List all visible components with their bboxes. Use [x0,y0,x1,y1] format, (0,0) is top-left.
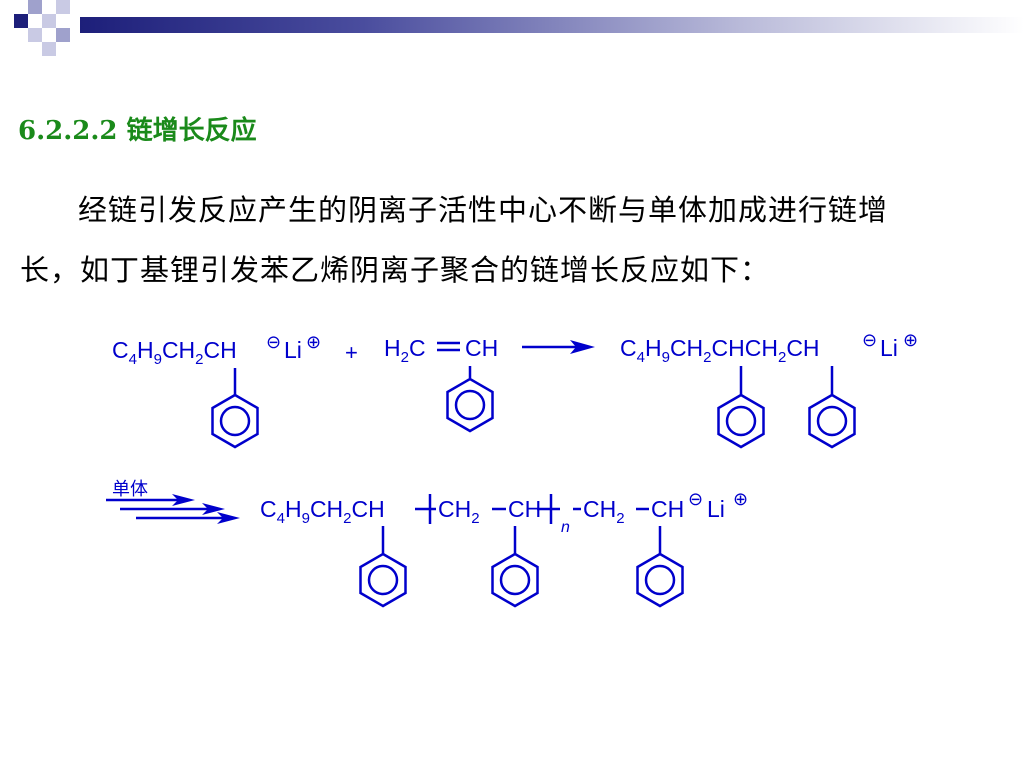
monomer-arrows: 单体 [106,479,240,524]
svg-text:⊖: ⊖ [862,330,877,350]
paragraph-line-1: 经链引发反应产生的阴离子活性中心不断与单体加成进行链增 [78,193,889,227]
svg-text:⊖: ⊖ [266,332,281,352]
product-dimer-anion: C4H9CH2CHCH2CH ⊖ Li ⊕ [620,330,918,366]
section-heading: 6.2.2.2 链增长反应 [18,110,257,147]
svg-text:单体: 单体 [112,479,148,499]
svg-text:⊕: ⊕ [903,330,918,350]
svg-text:C4H9CH2CHCH2CH: C4H9CH2CHCH2CH [620,335,820,366]
svg-text:n: n [561,519,570,536]
svg-text:⊕: ⊕ [733,489,748,509]
body-paragraph: 经链引发反应产生的阴离子活性中心不断与单体加成进行链增 长，如丁基锂引发苯乙烯阴… [20,180,1010,300]
svg-text:C4H9CH2CH: C4H9CH2CH [260,496,385,527]
svg-text:Li: Li [284,337,302,363]
svg-text:CH2: CH2 [438,496,480,527]
product-polymer-anion: C4H9CH2CH CH2 CH n CH2 CH ⊖ Li ⊕ [260,489,748,536]
reaction-arrow-1 [522,340,595,354]
slide-header-decoration [0,0,1024,56]
section-number: 6.2.2.2 [18,116,118,146]
header-gradient-bar [80,17,1024,33]
svg-text:CH: CH [651,496,684,522]
svg-text:Li: Li [707,496,725,522]
svg-text:CH: CH [465,335,498,361]
svg-text:⊖: ⊖ [688,489,703,509]
reactant-butyl-styryl-lithium: C4H9CH2CH ⊖ Li ⊕ [112,332,321,368]
monomer-styrene: H2C CH [384,335,498,366]
svg-text:CH2: CH2 [583,496,625,527]
svg-text:CH: CH [508,496,541,522]
svg-text:⊕: ⊕ [306,332,321,352]
section-title: 链增长反应 [126,116,257,146]
svg-text:H2C: H2C [384,335,426,366]
paragraph-line-2: 长，如丁基锂引发苯乙烯阴离子聚合的链增长反应如下： [20,253,771,287]
plus-sign: + [345,340,358,365]
svg-text:Li: Li [880,335,898,361]
svg-text:C4H9CH2CH: C4H9CH2CH [112,337,237,368]
